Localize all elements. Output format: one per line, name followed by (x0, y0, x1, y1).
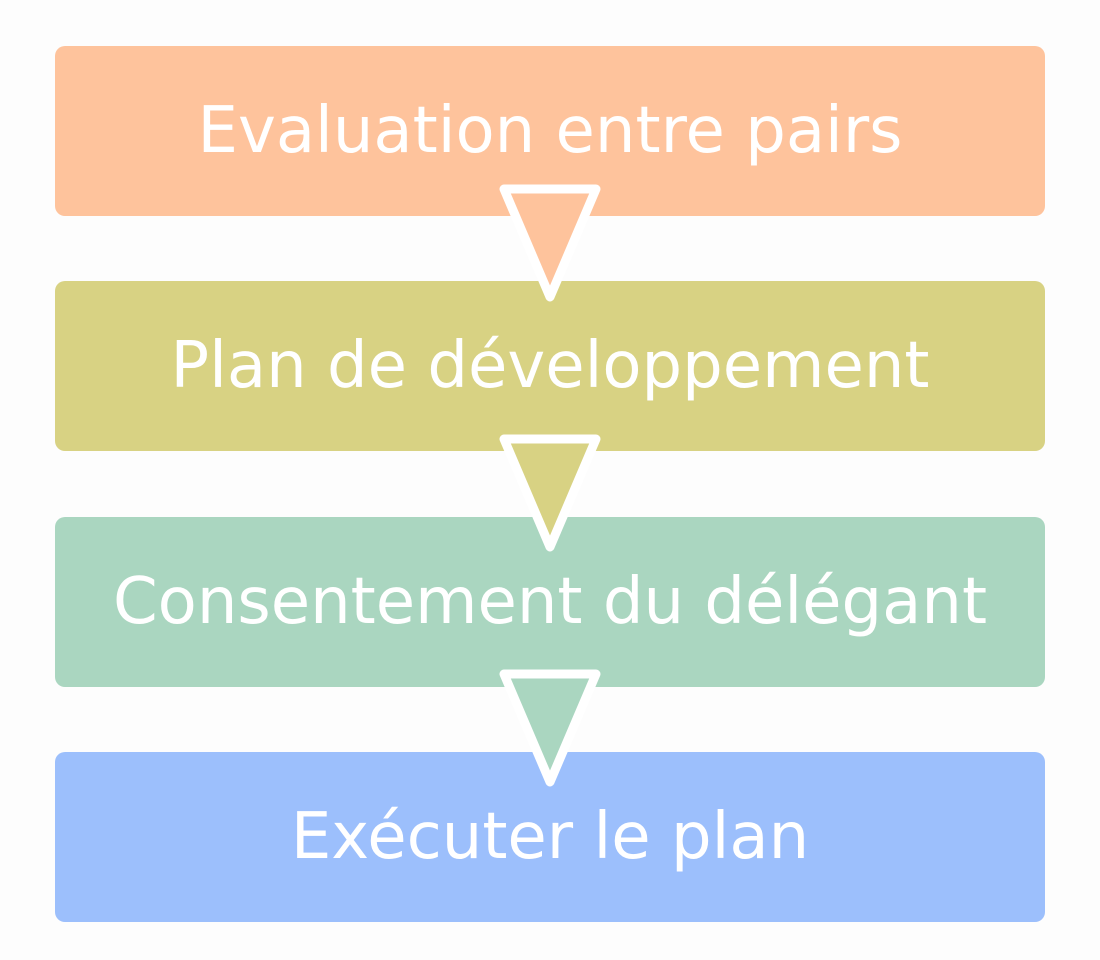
down-arrow-icon (499, 669, 601, 787)
step-label: Plan de développement (170, 329, 930, 403)
step-label: Evaluation entre pairs (197, 94, 903, 168)
step-label: Exécuter le plan (290, 800, 810, 874)
down-arrow-icon (499, 184, 601, 302)
down-arrow-icon (499, 434, 601, 552)
step-label: Consentement du délégant (112, 565, 988, 639)
step-development-plan: Plan de développement (55, 281, 1045, 451)
step-delegator-consent: Consentement du délégant (55, 517, 1045, 687)
